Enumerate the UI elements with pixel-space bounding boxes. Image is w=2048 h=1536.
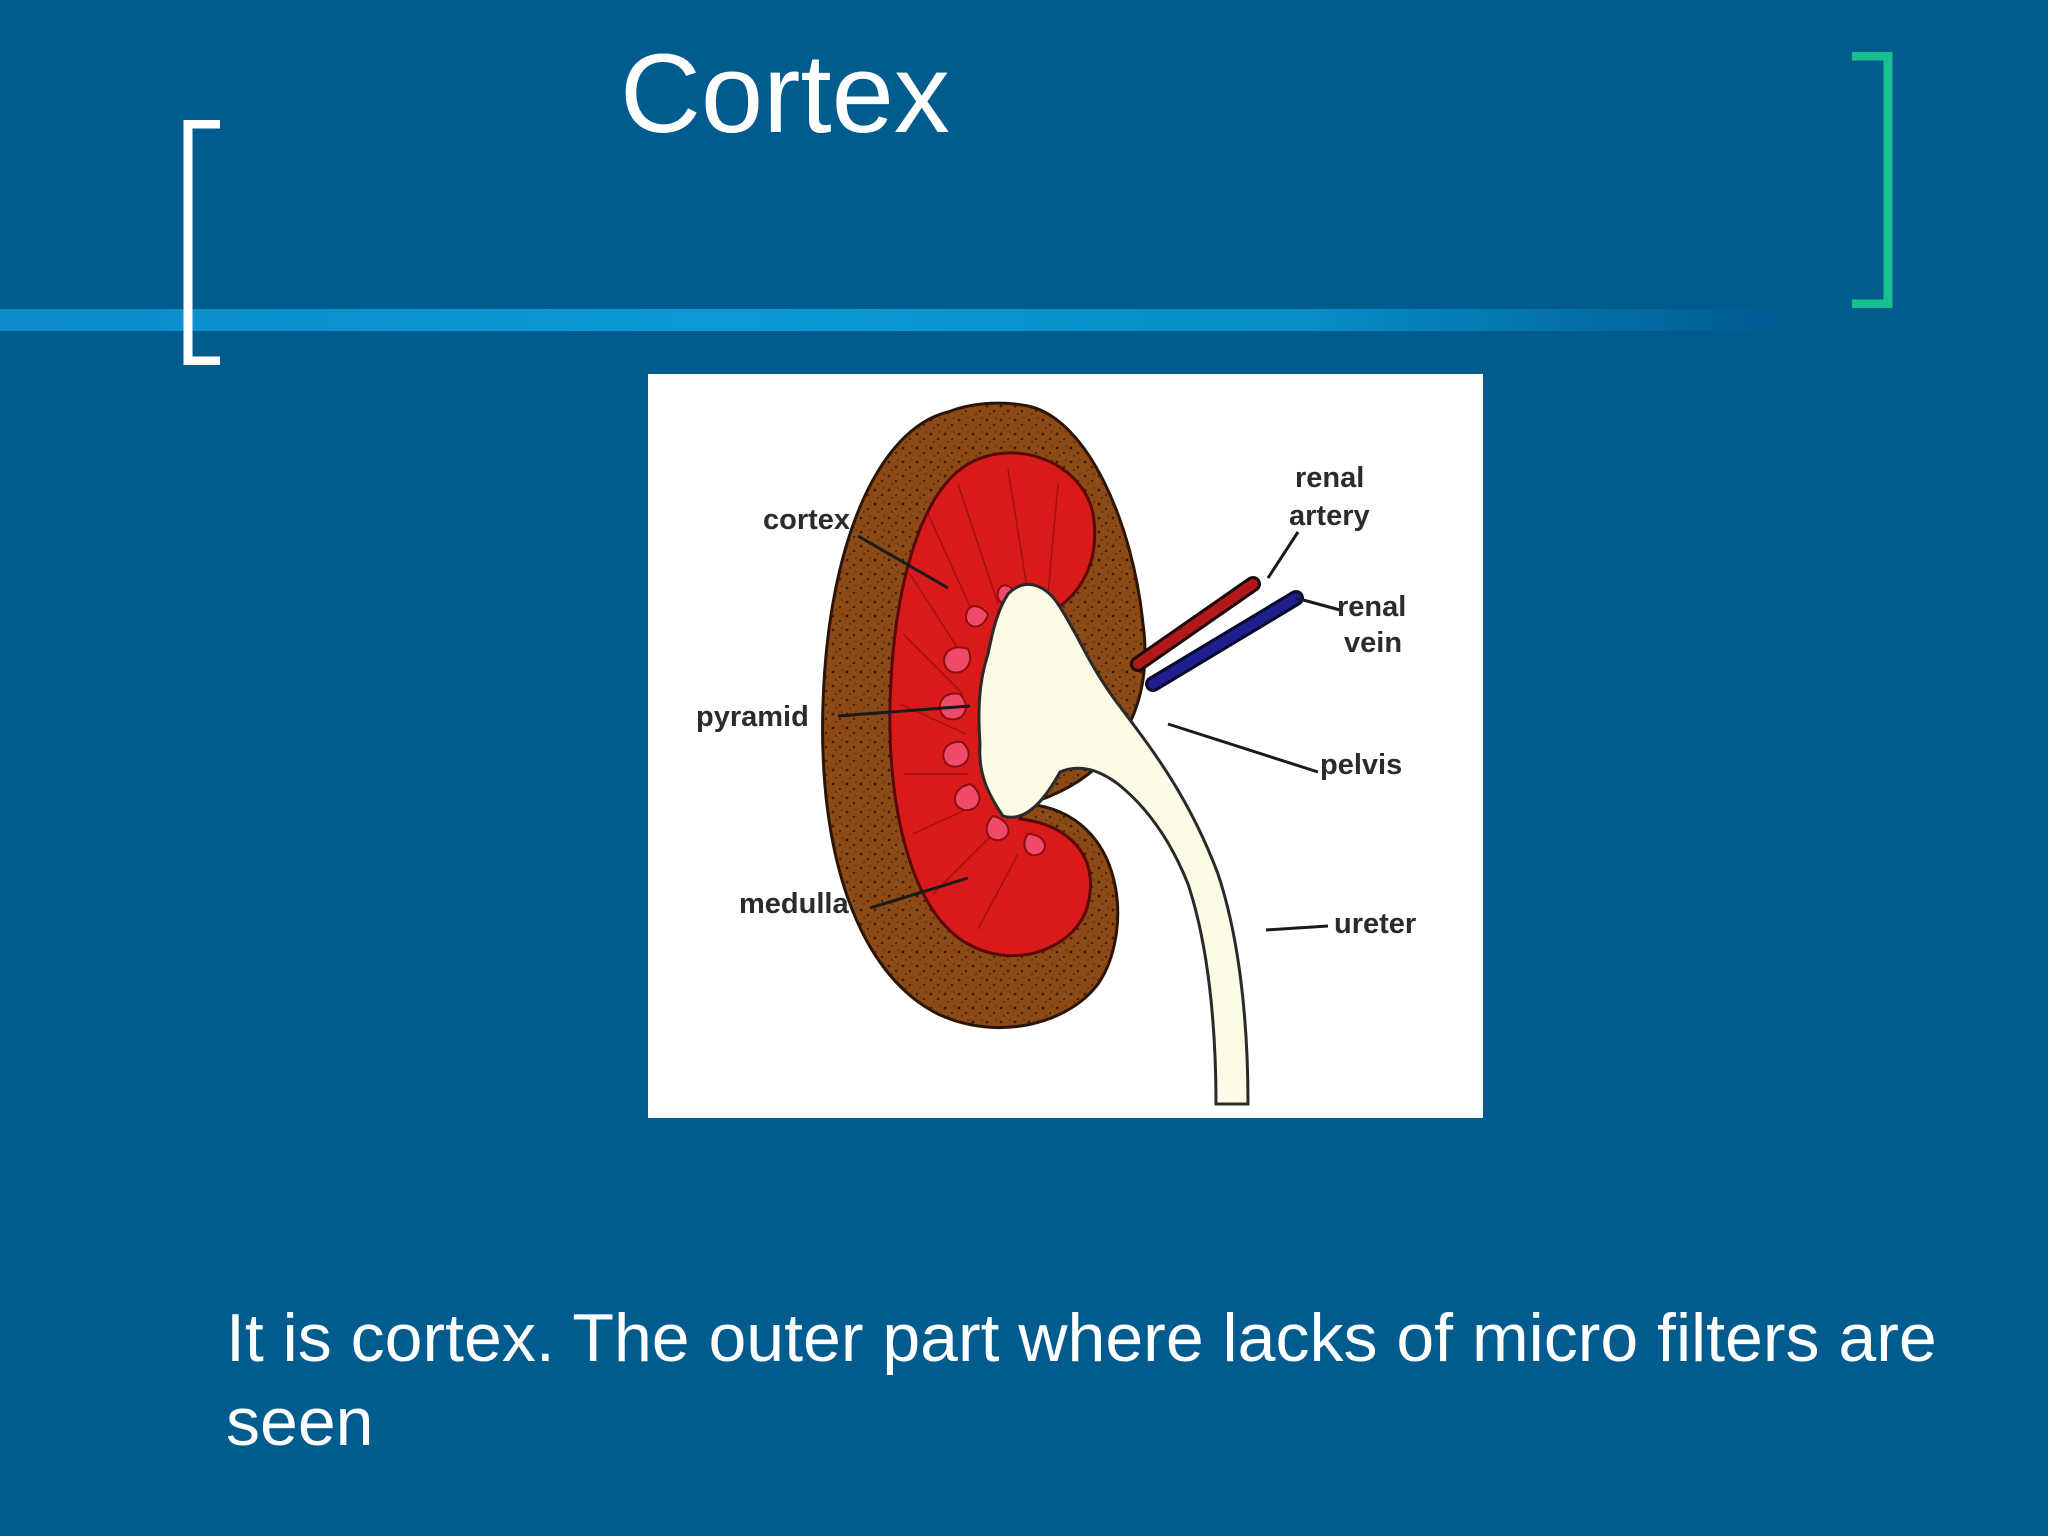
slide-title: Cortex [620,31,950,156]
pelvis-region [977,582,1250,1106]
left-bracket-decoration [183,120,220,365]
leader-lines [837,531,1341,932]
label-renal-artery-1: renal [1295,462,1364,494]
kidney-diagram: cortex pyramid medulla renal artery rena… [648,374,1483,1118]
header-rule [0,309,1780,331]
slide-caption: It is cortex. The outer part where lacks… [226,1300,1937,1460]
label-pelvis: pelvis [1320,749,1402,781]
label-ureter: ureter [1334,908,1416,940]
label-medulla: medulla [739,888,849,920]
label-renal-vein-1: renal [1337,591,1406,623]
pyramid-papillae [938,584,1046,857]
label-pyramid: pyramid [696,701,809,733]
right-bracket-decoration [1852,52,1893,308]
label-cortex: cortex [763,504,850,536]
label-renal-artery-2: artery [1289,500,1370,532]
renal-vessels [1130,576,1304,692]
label-renal-vein-2: vein [1344,627,1402,659]
